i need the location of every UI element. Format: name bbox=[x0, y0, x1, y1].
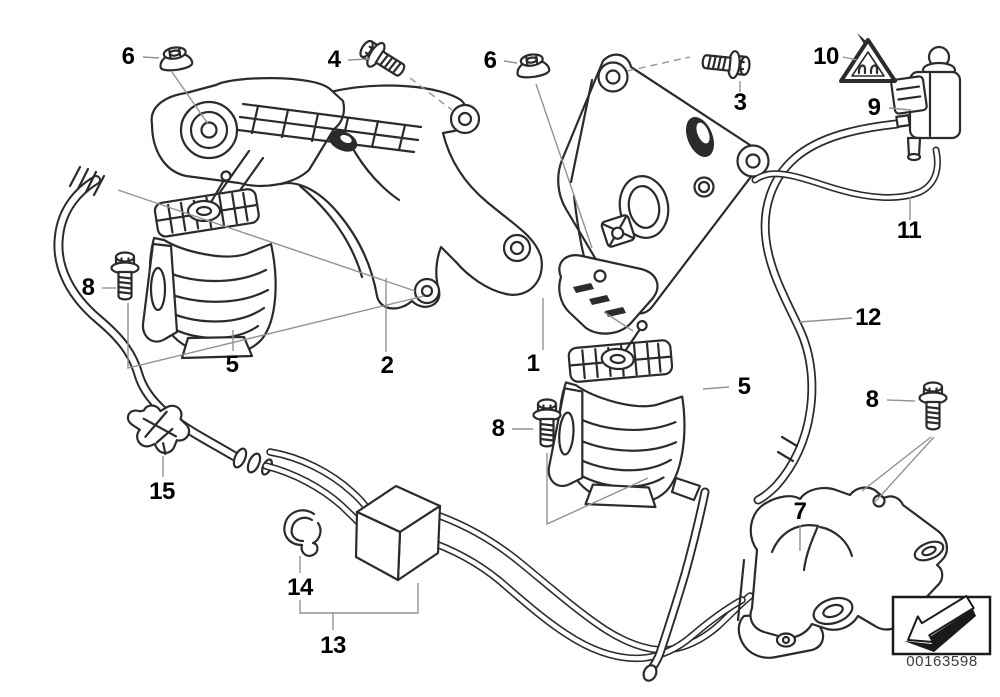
part-callout-15-clip[interactable]: 15 bbox=[149, 478, 175, 505]
part-callout-11-hose[interactable]: 11 bbox=[896, 217, 922, 244]
engine-bracket-right-part1 bbox=[557, 53, 770, 335]
part-callout-9-valve[interactable]: 9 bbox=[867, 94, 881, 121]
part-callout-3-top-right[interactable]: 3 bbox=[733, 89, 747, 116]
part-callout-7-bracket[interactable]: 7 bbox=[793, 498, 807, 525]
part-callout-4-top[interactable]: 4 bbox=[327, 46, 341, 73]
part-callout-12-hose[interactable]: 12 bbox=[855, 304, 881, 331]
bolt-part8-right bbox=[918, 381, 948, 431]
part-callout-5-left[interactable]: 5 bbox=[225, 351, 239, 378]
clip-part15 bbox=[126, 404, 191, 456]
part-callout-6-top-left[interactable]: 6 bbox=[121, 43, 135, 70]
clip-part14 bbox=[283, 509, 322, 557]
bolt-part8-left bbox=[110, 251, 140, 301]
engine-mount-right-part5 bbox=[545, 314, 694, 512]
part-callout-8-center[interactable]: 8 bbox=[491, 415, 505, 442]
engine-bracket-left-part2 bbox=[150, 77, 543, 310]
bolt-part3 bbox=[700, 46, 752, 81]
part-callout-1-bracket[interactable]: 1 bbox=[526, 350, 540, 377]
part-callout-10-warning[interactable]: 10 bbox=[813, 43, 839, 70]
warning-triangle-icon bbox=[839, 33, 897, 83]
hose-part11 bbox=[751, 146, 941, 201]
part-callout-8-left[interactable]: 8 bbox=[81, 274, 95, 301]
hose-assembly-part13 bbox=[53, 165, 754, 663]
part-callout-6-top-middle[interactable]: 6 bbox=[483, 47, 497, 74]
part-callout-8-right[interactable]: 8 bbox=[865, 386, 879, 413]
part-callout-13-hoses[interactable]: 13 bbox=[320, 632, 346, 659]
part-callout-14-clip[interactable]: 14 bbox=[287, 574, 313, 601]
guide-tube bbox=[642, 476, 710, 682]
diagram-number: 00163598 bbox=[906, 653, 978, 670]
nut-part6-right bbox=[514, 51, 552, 81]
nut-part6-left bbox=[157, 44, 195, 74]
leader-lines bbox=[102, 56, 935, 630]
direction-arrow-icon bbox=[891, 595, 992, 656]
part-callout-5-right[interactable]: 5 bbox=[737, 373, 751, 400]
vacuum-valve-part9 bbox=[890, 45, 962, 162]
part-callout-2-bracket[interactable]: 2 bbox=[380, 352, 394, 379]
hose-part12 bbox=[753, 119, 902, 505]
engine-mount-left-part5 bbox=[141, 170, 277, 360]
